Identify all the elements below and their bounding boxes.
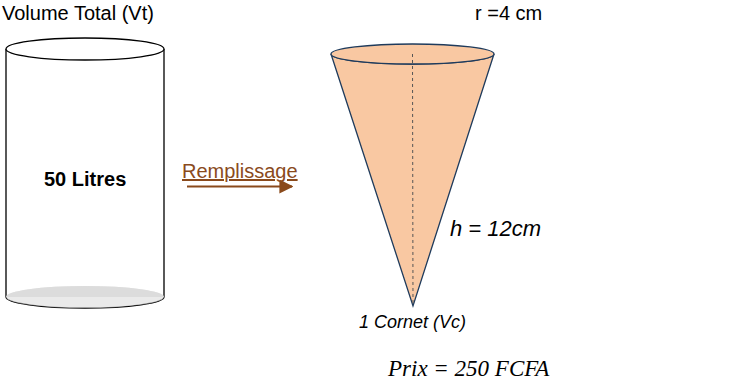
container-heading: Volume Total (Vt) — [2, 2, 154, 25]
price-label: Prix = 250 FCFA — [388, 356, 549, 382]
arrow-label: Remplissage — [182, 160, 298, 183]
cone-name: 1 Cornet (Vc) — [359, 312, 466, 333]
height-label: h = 12cm — [450, 216, 541, 242]
cone-cornet: r =4 cmh = 12cm1 Cornet (Vc) — [330, 44, 495, 308]
cylinder-container: Volume Total (Vt)50 Litres — [5, 38, 165, 308]
fill-arrow — [187, 186, 292, 188]
cone-outline — [330, 44, 495, 308]
radius-label: r =4 cm — [475, 2, 542, 25]
volume-value: 50 Litres — [44, 168, 126, 191]
